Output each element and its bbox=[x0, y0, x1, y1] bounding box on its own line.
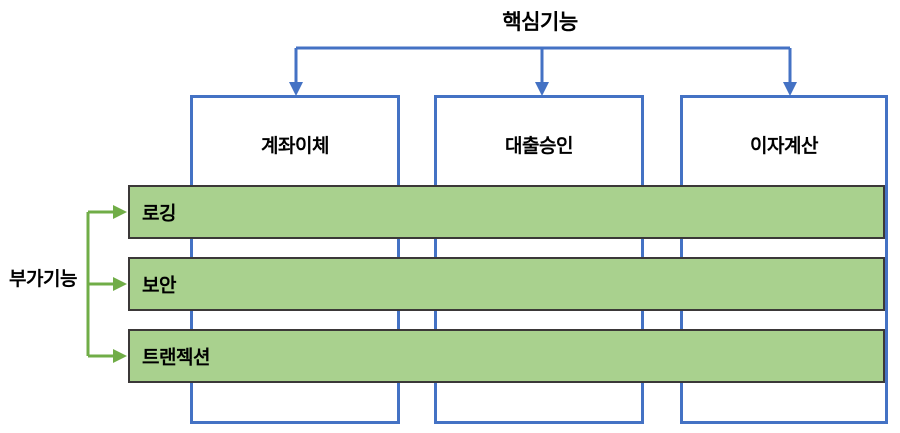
aspect-bar-1[interactable]: 로깅 bbox=[128, 185, 885, 239]
core-feature-label-2: 대출승인 bbox=[505, 135, 573, 157]
aspect-label-3: 트랜젝션 bbox=[142, 346, 210, 369]
aspect-bar-2[interactable]: 보안 bbox=[128, 257, 885, 311]
core-feature-label-1: 계좌이체 bbox=[261, 135, 329, 157]
aspect-label-2: 보안 bbox=[142, 274, 176, 297]
aspect-bar-3[interactable]: 트랜젝션 bbox=[128, 329, 885, 383]
aspect-arrowhead-3 bbox=[113, 349, 127, 363]
core-arrowhead-3 bbox=[783, 82, 797, 96]
core-feature-label-3: 이자계산 bbox=[750, 135, 818, 157]
aspect-group-title: 부가기능 bbox=[9, 268, 77, 290]
aspect-arrowhead-2 bbox=[113, 277, 127, 291]
core-features-title: 핵심기능 bbox=[502, 10, 578, 34]
aspect-label-1: 로깅 bbox=[142, 202, 176, 225]
aspect-arrowhead-1 bbox=[113, 205, 127, 219]
core-arrowhead-2 bbox=[535, 82, 549, 96]
core-arrowhead-1 bbox=[289, 82, 303, 96]
